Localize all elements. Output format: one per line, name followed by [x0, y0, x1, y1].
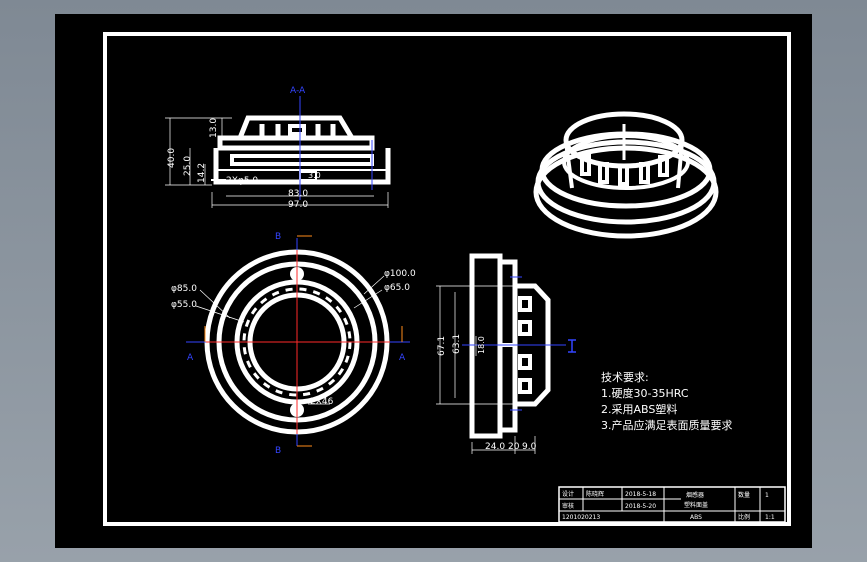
side-view-section-marker [568, 339, 576, 353]
iso-base-outer [533, 145, 719, 239]
dim-side-9: 9.0 [522, 442, 537, 452]
requirements-heading: 技术要求: [601, 371, 649, 384]
requirement-item-3: 3.产品应满足表面质量要求 [601, 418, 733, 432]
iso-cap-lower [562, 134, 690, 190]
dim-dia-85: φ85.0 [171, 284, 197, 294]
title-material: ABS [690, 514, 702, 521]
title-designer-label: 设计 [562, 490, 574, 498]
dim-dia-100: φ100.0 [384, 269, 416, 279]
front-view-body [213, 148, 391, 185]
paper-background [55, 14, 812, 548]
top-view-center-lines [200, 244, 396, 440]
title-designer-date: 2018-5-18 [625, 491, 656, 498]
section-marker-a-a: A-A [290, 86, 306, 96]
section-label-a-right: A [399, 353, 406, 363]
title-part-name-2: 塑料面盖 [684, 501, 708, 509]
dim-dia-55: φ55.0 [171, 300, 197, 310]
title-count-value: 1 [765, 492, 769, 499]
dim-small-3: 3.0 [308, 171, 321, 180]
side-section-view [436, 253, 576, 454]
technical-requirements: 技术要求: 1.硬度30-35HRC 2.采用ABS塑料 3.产品应满足表面质量… [601, 371, 733, 432]
drawing-border [103, 32, 791, 526]
front-view-dimension-labels: 40.0 25.0 14.2 13.0 2Xφ5.0 3.0 83.0 97.0 [167, 118, 321, 210]
title-scale-value: 1:1 [765, 514, 775, 521]
dim-width-97: 97.0 [288, 200, 308, 210]
title-checker-label: 审核 [562, 502, 574, 510]
top-view [186, 235, 410, 447]
dim-slot-count: 2X46 [310, 397, 334, 407]
front-view-cap-outline [237, 115, 355, 140]
dim-hole-count: 2Xφ5.0 [226, 176, 258, 186]
title-designer-name: 陈晓辉 [586, 490, 604, 498]
dim-side-67: 67.1 [437, 336, 447, 356]
side-view-wall [469, 253, 503, 439]
isometric-view [533, 111, 719, 239]
section-label-b-bottom: B [275, 446, 281, 456]
dim-height-13: 13.0 [209, 118, 219, 138]
dim-height-25: 25.0 [183, 156, 193, 176]
title-drawing-number: 1201020213 [562, 514, 600, 521]
dim-side-20: 20 [508, 442, 520, 452]
title-checker-date: 2018-5-20 [625, 503, 656, 510]
section-label-b-top: B [275, 232, 281, 242]
side-view-labels: 67.1 63.1 18.0 24.0 20 9.0 [437, 334, 537, 452]
requirement-item-1: 1.硬度30-35HRC [601, 386, 689, 400]
section-arrows [204, 235, 403, 447]
dim-height-14: 14.2 [197, 163, 207, 183]
dim-width-83: 83.0 [288, 189, 308, 199]
top-view-labels: φ85.0 φ55.0 φ100.0 φ65.0 2X46 A A B B [171, 232, 416, 456]
dim-side-63: 63.1 [452, 334, 462, 354]
dim-height-40: 40.0 [167, 148, 177, 168]
section-label-a-left: A [187, 353, 194, 363]
dim-dia-65: φ65.0 [384, 283, 410, 293]
front-section-view [165, 96, 391, 208]
title-block: 设计 陈晓辉 2018-5-18 审核 2018-5-20 烟感器 塑料面盖 A… [558, 486, 786, 523]
title-scale-label: 比例 [738, 513, 750, 521]
iso-base-mid [535, 139, 717, 225]
dim-side-18: 18.0 [477, 336, 486, 354]
requirement-item-2: 2.采用ABS塑料 [601, 402, 677, 416]
dim-side-24: 24.0 [485, 442, 505, 452]
title-part-name-1: 烟感器 [686, 491, 704, 499]
title-count-label: 数量 [738, 491, 750, 499]
